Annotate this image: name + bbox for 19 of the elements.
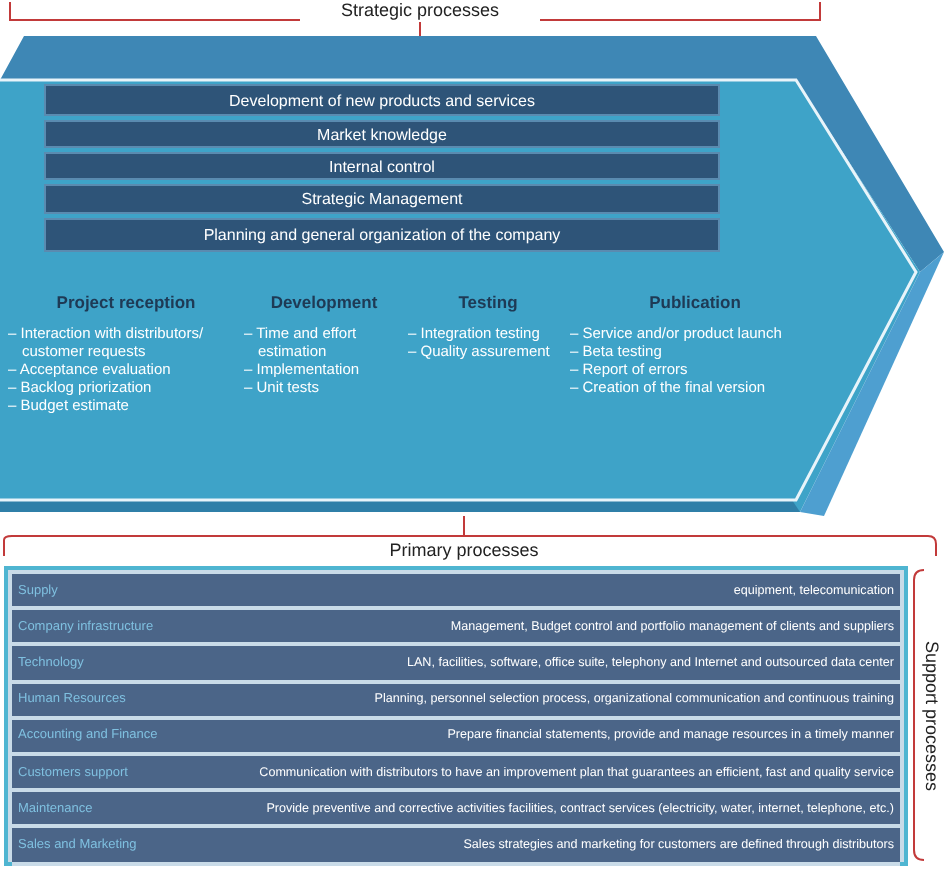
process-bar: Planning and general organization of the company: [44, 218, 720, 252]
table-row: [12, 683, 900, 720]
table-row: [12, 828, 900, 866]
process-bar: Internal control: [44, 152, 720, 180]
table-row: [12, 646, 900, 684]
bracket-label: Strategic processes: [300, 0, 540, 22]
phase-heading: Project reception: [54, 292, 198, 312]
table-row: [12, 792, 900, 829]
phase-heading: Testing: [456, 292, 520, 312]
support-table: [4, 566, 908, 866]
table-row: [12, 719, 900, 756]
phase-heading: Development: [268, 292, 380, 312]
table-row: [12, 574, 900, 611]
process-bar: Market knowledge: [44, 120, 720, 148]
process-bar: Strategic Management: [44, 184, 720, 214]
table-row: [12, 610, 900, 647]
table-row: [12, 756, 900, 793]
phase-heading: Publication: [647, 292, 743, 312]
process-bar: Development of new products and services: [44, 84, 720, 116]
